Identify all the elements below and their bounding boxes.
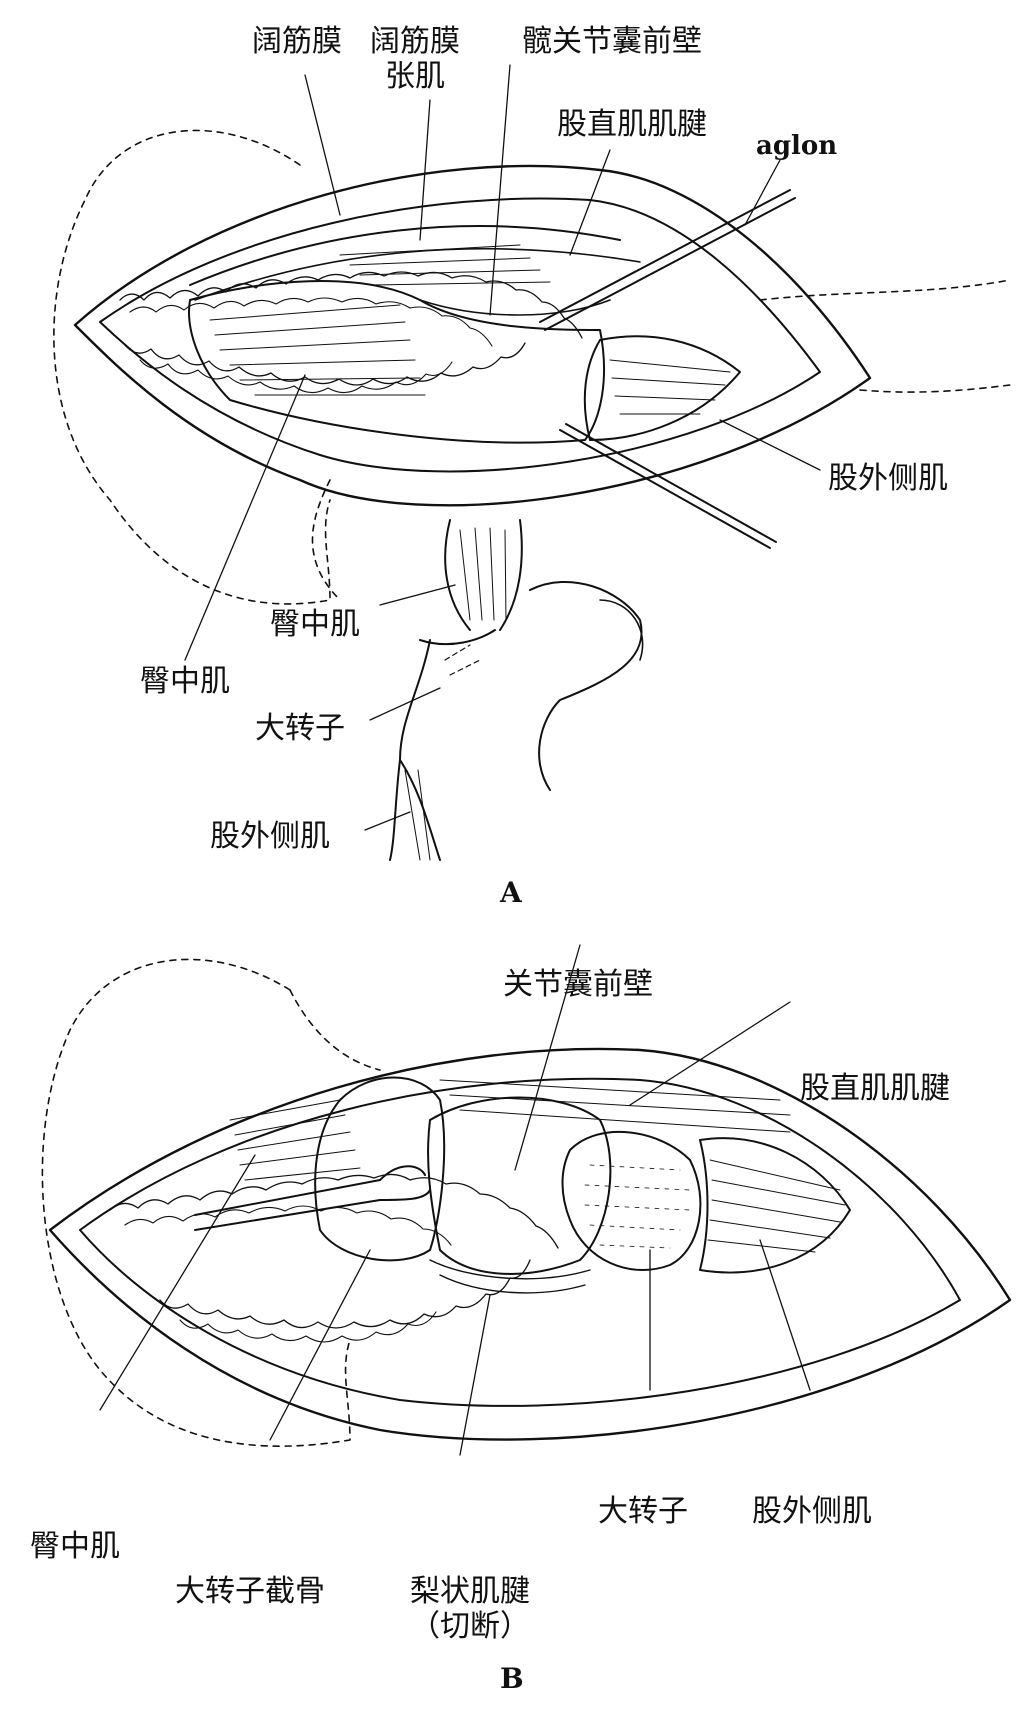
panel-b-illustration: [41, 944, 1012, 1456]
incision-outline-b: [48, 1047, 1012, 1441]
label-vastus-lateralis-a-bottom: 股外侧肌: [210, 819, 330, 854]
label-greater-trochanter-b: 大转子: [598, 1494, 688, 1529]
label-aglon: aglon: [756, 131, 838, 161]
greater-trochanter-shape: [561, 1130, 702, 1271]
label-piriformis-tendon: 梨状肌腱 （切断）: [410, 1574, 530, 1644]
label-tensor-line2: 张肌: [385, 58, 445, 94]
panel-b-letter: B: [500, 1662, 524, 1695]
label-gluteus-medius-a: 臀中肌: [140, 664, 230, 699]
retractor-aglon: [539, 189, 796, 331]
label-tensor-fasciae-latae: 阔筋膜 张肌: [370, 24, 460, 94]
label-hip-capsule-anterior: 髋关节囊前壁: [522, 24, 702, 59]
label-vastus-lateralis-b: 股外侧肌: [752, 1494, 872, 1529]
vastus-lateralis-shape: [583, 335, 741, 441]
gluteus-medius-shape: [188, 280, 606, 444]
label-trochanter-osteotomy: 大转子截骨: [175, 1574, 325, 1609]
trochanter-fragment: [314, 1076, 446, 1262]
label-fascia-lata: 阔筋膜: [252, 24, 342, 59]
body-outline-dashed: [53, 129, 331, 605]
panel-a-letter: A: [500, 876, 522, 909]
label-rectus-femoris-tendon-b: 股直肌肌腱: [800, 1071, 950, 1106]
label-gluteus-medius-b: 臀中肌: [30, 1529, 120, 1564]
femur-sketch: [389, 519, 523, 861]
incision-outline: [73, 164, 872, 507]
capsule-shape: [427, 1096, 612, 1275]
label-rectus-femoris-tendon: 股直肌肌腱: [557, 107, 707, 142]
retractor-hook: [194, 1179, 381, 1231]
label-piriformis-line2: （切断）: [410, 1608, 530, 1644]
label-joint-capsule-anterior: 关节囊前壁: [503, 967, 653, 1002]
panel-a-illustration: [53, 64, 1011, 861]
label-vastus-lateralis-a: 股外侧肌: [828, 461, 948, 496]
label-greater-trochanter-a: 大转子: [255, 711, 345, 746]
label-tensor-line1: 阔筋膜: [370, 24, 460, 59]
label-gluteus-medius-a-small: 臀中肌: [270, 607, 360, 642]
label-piriformis-line1: 梨状肌腱: [410, 1574, 530, 1609]
